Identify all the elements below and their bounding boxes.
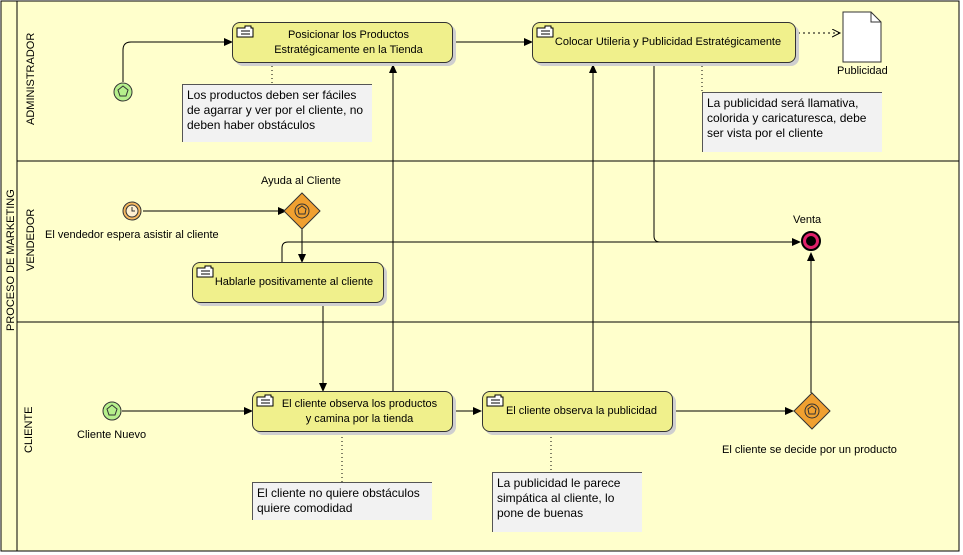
pentagon-icon [106, 404, 118, 416]
annotation-admin-line2: de agarrar y ver por el cliente, no [187, 103, 364, 117]
task-observa-productos[interactable]: El cliente observa los productos y camin… [252, 391, 453, 432]
task-observa-publicidad-label: El cliente observa la publicidad [505, 405, 658, 417]
annotation-publicidad-line3: ser vista por el cliente [707, 126, 824, 140]
vendedor-espera-label: El vendedor espera asistir al cliente [45, 229, 219, 241]
manual-task-icon [256, 394, 274, 407]
ayuda-gateway-label: Ayuda al Cliente [261, 175, 341, 187]
publicidad-document-icon [842, 11, 882, 63]
annotation-admin: Los productos deben ser fáciles de agarr… [182, 84, 372, 142]
flow-start-posicionar [122, 38, 233, 82]
lane-label-vendedor: VENDEDOR [25, 208, 37, 271]
flow-colocar-venta [653, 63, 661, 243]
decide-gateway-label: El cliente se decide por un producto [722, 444, 897, 456]
pool-title: PROCESO DE MARKETING [5, 189, 17, 331]
manual-task-icon [196, 265, 214, 278]
annotation-simpatica-line3: pone de buenas [497, 506, 584, 520]
annotation-simpatica: La publicidad le parece simpática al cli… [492, 472, 642, 532]
lane-label-administrador: ADMINISTRADOR [25, 32, 37, 125]
task-posicionar-line1: Posicionar los Productos [287, 28, 410, 41]
annotation-admin-line1: Los productos deben ser fáciles [187, 88, 357, 102]
manual-task-icon [536, 25, 554, 38]
annotation-cliente-line2: quiere comodidad [257, 501, 353, 515]
lane-label-cliente: CLIENTE [23, 406, 35, 453]
annotation-admin-line3: deben haber obstáculos [187, 118, 316, 132]
cliente-start-event [102, 401, 122, 421]
task-hablarle-label: Hablarle positivamente al cliente [214, 276, 374, 288]
pentagon-icon [117, 85, 129, 97]
pentagon-icon [297, 205, 307, 215]
annotation-simpatica-line2: simpática al cliente, lo [497, 491, 615, 505]
annotation-publicidad: La publicidad será llamativa, colorida y… [702, 92, 882, 152]
task-colocar[interactable]: Colocar Utileria y Publicidad Estratégic… [532, 22, 796, 63]
annotation-cliente: El cliente no quiere obstáculos quiere c… [252, 482, 432, 520]
task-observa-productos-line2: y camina por la tienda [305, 412, 414, 425]
annotation-publicidad-line2: colorida y caricaturesca, debe [707, 111, 867, 125]
cliente-nuevo-label: Cliente Nuevo [77, 429, 147, 441]
task-posicionar-line2: Estratégicamente en la Tienda [274, 43, 423, 56]
admin-start-event [113, 82, 133, 102]
annotation-simpatica-line1: La publicidad le parece [497, 476, 621, 490]
publicidad-label: Publicidad [837, 65, 888, 77]
pentagon-icon [807, 405, 817, 415]
task-observa-productos-line1: El cliente observa los productos [281, 397, 438, 410]
task-hablarle[interactable]: Hablarle positivamente al cliente [192, 262, 384, 303]
decide-gateway [793, 392, 831, 430]
annotation-publicidad-line1: La publicidad será llamativa, [707, 96, 859, 110]
venta-label: Venta [793, 214, 822, 226]
task-observa-publicidad[interactable]: El cliente observa la publicidad [482, 391, 673, 432]
task-posicionar[interactable]: Posicionar los Productos Estratégicament… [232, 22, 453, 63]
ayuda-gateway [283, 192, 321, 230]
task-colocar-label: Colocar Utileria y Publicidad Estratégic… [554, 36, 782, 48]
annotation-cliente-line1: El cliente no quiere obstáculos [257, 486, 420, 500]
manual-task-icon [236, 25, 254, 38]
flow-hablarle-venta [281, 238, 801, 262]
manual-task-icon [486, 394, 504, 407]
